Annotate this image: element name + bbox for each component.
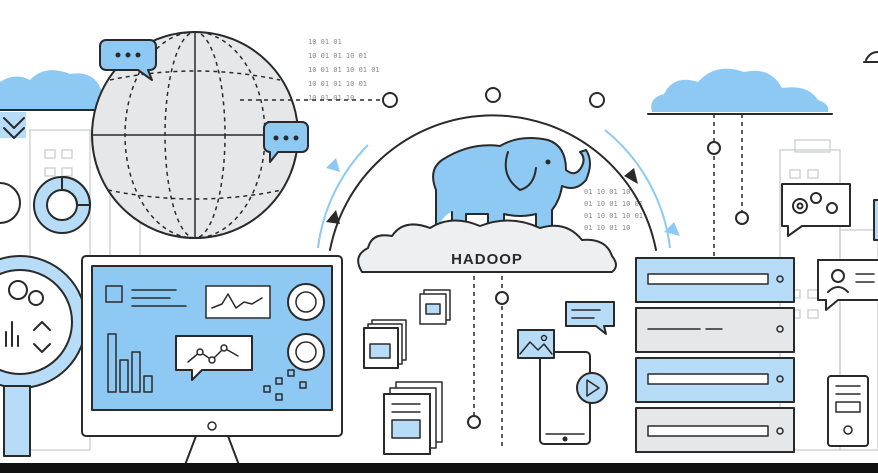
- chat-bubble-icon: [99, 39, 157, 81]
- play-button-icon: [576, 372, 608, 404]
- arrow-icon: [326, 158, 340, 172]
- hadoop-cloud: HADOOP: [357, 219, 617, 273]
- cloud-icon: [865, 51, 878, 61]
- binary-line: 10 01 01 10: [308, 94, 354, 102]
- cloud-icon: [647, 68, 833, 115]
- binary-line: 10 01 01 10 01: [308, 52, 367, 60]
- binary-line: 01 10 01 10 01: [584, 212, 643, 220]
- arrow-icon: [624, 168, 638, 184]
- document-stack-icon: [419, 289, 451, 325]
- server-rack-icon: [635, 257, 795, 453]
- binary-line: 01 10 01 10: [584, 224, 630, 232]
- pie-chart-icon: [287, 333, 325, 371]
- document-stack-icon: [363, 319, 407, 369]
- download-arrow-icon: [0, 112, 26, 139]
- bar-chart-icon: [107, 333, 153, 393]
- magnifier-icon: [0, 255, 87, 457]
- profile-card-icon: [817, 259, 878, 311]
- circle-shape: [0, 182, 21, 224]
- bottom-bar: [0, 463, 878, 473]
- gear-icon: [8, 280, 28, 300]
- sort-arrows-icon: [33, 321, 51, 353]
- pie-chart-icon: [287, 283, 325, 321]
- gear-icon: [810, 192, 822, 204]
- binary-right: 01 10 01 10 01 10 01 10 01 01 10 01 10 0…: [584, 188, 643, 232]
- binary-line: 01 10 01 10: [584, 188, 630, 196]
- message-icon: [565, 301, 615, 335]
- donut-chart-icon: [33, 176, 91, 234]
- settings-chat-icon: [781, 183, 851, 237]
- monitor-dashboard: [81, 255, 343, 473]
- gear-icon: [792, 198, 808, 214]
- arrow-icon: [664, 222, 680, 236]
- binary-line: 10 01 01: [308, 38, 342, 46]
- chat-bubble-icon: [263, 121, 309, 163]
- binary-line: 10 01 01 10 01 01: [308, 66, 380, 74]
- binary-line: 10 01 01 10 01: [308, 80, 367, 88]
- line-chart-icon: [211, 293, 263, 309]
- binary-line: 01 10 01 10 01: [584, 200, 643, 208]
- checkbox-icon: [105, 285, 123, 303]
- gear-icon: [28, 290, 44, 306]
- data-cycle-arc: [317, 87, 680, 251]
- hadoop-elephant-icon: [432, 137, 591, 233]
- document-stack-icon: [383, 381, 443, 455]
- cloud-icon: [0, 70, 109, 111]
- server-tower-icon: [827, 375, 869, 447]
- arrow-icon: [326, 210, 340, 224]
- gear-icon: [826, 202, 838, 214]
- image-icon: [517, 329, 555, 359]
- hadoop-label: HADOOP: [451, 251, 523, 268]
- binary-top: 10 01 01 10 01 01 10 01 10 01 01 10 01 0…: [308, 38, 380, 102]
- user-icon: [831, 269, 845, 283]
- globe-icon: [91, 31, 299, 239]
